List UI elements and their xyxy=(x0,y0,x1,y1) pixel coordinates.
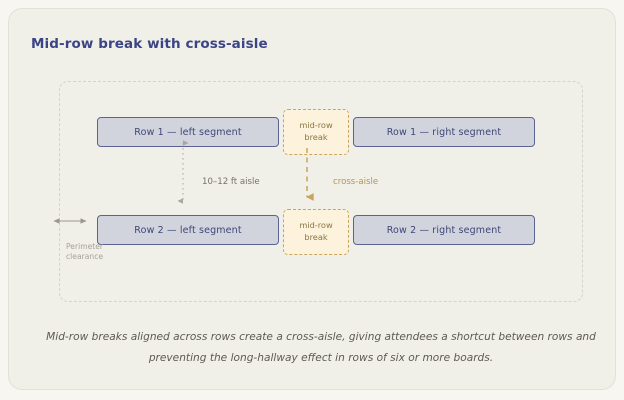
diagram-card: Mid-row break with cross-aisle Row 1 — l… xyxy=(8,8,616,390)
caption-line-1: Mid-row breaks aligned across rows creat… xyxy=(46,331,573,343)
page-title: Mid-row break with cross-aisle xyxy=(31,36,268,52)
cross-aisle-label: cross-aisle xyxy=(333,177,379,187)
booth-segment-row2-left[interactable]: Row 2 — left segment xyxy=(97,215,279,245)
perimeter-clearance-label: Perimeter clearance xyxy=(66,242,104,262)
aisle-dimension-label: 10–12 ft aisle xyxy=(202,177,260,187)
caption-line-2: and preventing the long-hallway effect i… xyxy=(148,331,596,364)
mid-row-break-row1[interactable]: mid-row break xyxy=(283,109,349,155)
mid-row-break-row2-line1: mid-row xyxy=(299,220,333,231)
hall-boundary xyxy=(59,81,583,302)
booth-segment-row1-left[interactable]: Row 1 — left segment xyxy=(97,117,279,147)
mid-row-break-row2-line2: break xyxy=(304,232,328,242)
mid-row-break-row1-line2: break xyxy=(304,132,328,142)
mid-row-break-row1-line1: mid-row xyxy=(299,120,333,131)
caption: Mid-row breaks aligned across rows creat… xyxy=(35,327,607,368)
mid-row-break-row2[interactable]: mid-row break xyxy=(283,209,349,255)
booth-segment-row2-right[interactable]: Row 2 — right segment xyxy=(353,215,535,245)
booth-segment-row1-right[interactable]: Row 1 — right segment xyxy=(353,117,535,147)
